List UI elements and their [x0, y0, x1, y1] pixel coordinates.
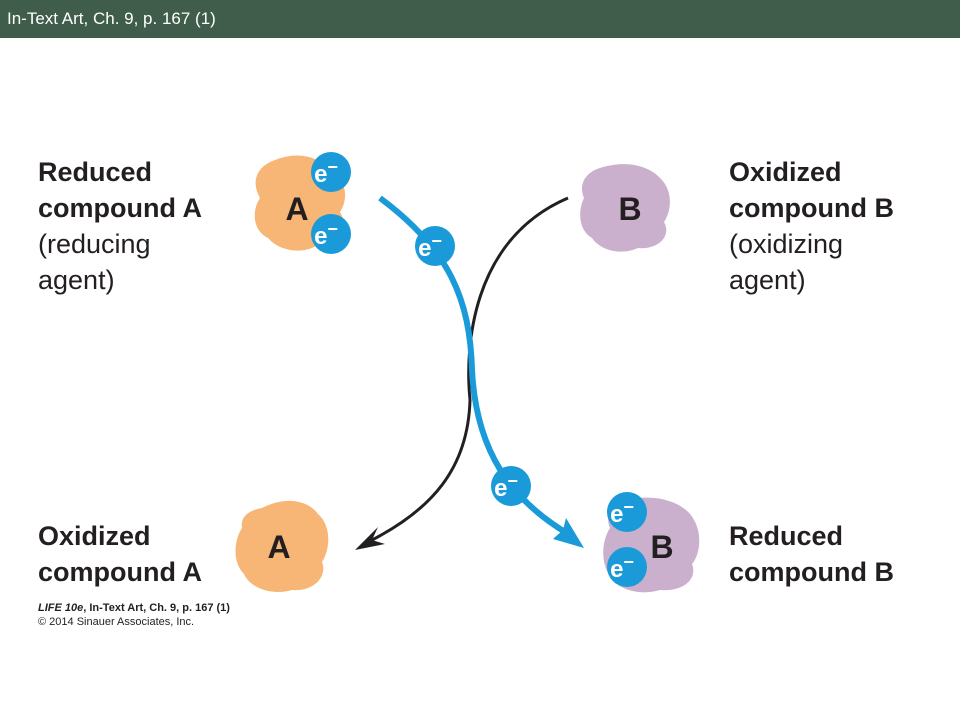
compound-a-letter: A: [267, 529, 290, 565]
label-line: agent): [38, 265, 115, 295]
label-line: compound A: [38, 193, 202, 223]
compound-b-oxidized-blob: [580, 164, 670, 252]
svg-text:e−: e−: [314, 157, 338, 188]
svg-text:e−: e−: [418, 231, 442, 262]
figure-credit: LIFE 10e, In-Text Art, Ch. 9, p. 167 (1)…: [38, 601, 230, 629]
compound-b-letter: B: [650, 529, 673, 565]
electron: e−: [607, 492, 647, 532]
credit-copyright: © 2014 Sinauer Associates, Inc.: [38, 616, 195, 628]
svg-text:e−: e−: [494, 471, 518, 502]
label-line: Reduced: [729, 521, 844, 551]
label-line: Reduced: [38, 157, 153, 187]
svg-text:e−: e−: [610, 552, 634, 583]
electron: e−: [607, 547, 647, 587]
credit-source: , In-Text Art, Ch. 9, p. 167 (1): [83, 602, 230, 614]
electron-charge: −: [623, 497, 634, 517]
electron-symbol: e: [610, 501, 623, 528]
electron: e−: [311, 214, 351, 254]
slide-title: In-Text Art, Ch. 9, p. 167 (1): [7, 9, 216, 28]
label-line: compound B: [729, 557, 894, 587]
electron-charge: −: [507, 471, 518, 491]
label-line: Oxidized: [729, 157, 842, 187]
black-arrowhead: [355, 527, 385, 550]
label-line: Oxidized: [38, 521, 151, 551]
oxidized-compound-a-label: Oxidized compound A: [38, 518, 202, 590]
title-bar: In-Text Art, Ch. 9, p. 167 (1): [0, 0, 960, 38]
reduced-compound-a-label: Reduced compound A (reducing agent): [38, 154, 202, 298]
label-line: compound A: [38, 557, 202, 587]
compound-b-letter: B: [618, 191, 641, 227]
label-line: compound B: [729, 193, 894, 223]
compound-a-letter: A: [285, 191, 308, 227]
svg-text:e−: e−: [314, 219, 338, 250]
label-line: (oxidizing: [729, 229, 844, 259]
electron-charge: −: [327, 219, 338, 239]
label-line: agent): [729, 265, 806, 295]
svg-text:e−: e−: [610, 497, 634, 528]
electron-donation-arrow: [371, 196, 569, 542]
label-line: (reducing: [38, 229, 151, 259]
electron-charge: −: [623, 552, 634, 572]
reduced-compound-b-label: Reduced compound B: [729, 518, 894, 590]
electron: e−: [311, 152, 351, 192]
blue-arrowhead: [553, 518, 584, 548]
oxidized-compound-b-label: Oxidized compound B (oxidizing agent): [729, 154, 894, 298]
credit-book: LIFE 10e: [38, 602, 84, 614]
compound-a-oxidized-blob: [235, 500, 329, 593]
electron-symbol: e: [494, 475, 507, 502]
electron-symbol: e: [610, 556, 623, 583]
electron-symbol: e: [418, 235, 431, 262]
electron: e−: [415, 226, 455, 266]
electron-symbol: e: [314, 161, 327, 188]
electron-symbol: e: [314, 223, 327, 250]
electron-charge: −: [431, 231, 442, 251]
electron-transfer-arrow: [378, 195, 572, 538]
electron: e−: [491, 466, 531, 506]
electron-charge: −: [327, 157, 338, 177]
